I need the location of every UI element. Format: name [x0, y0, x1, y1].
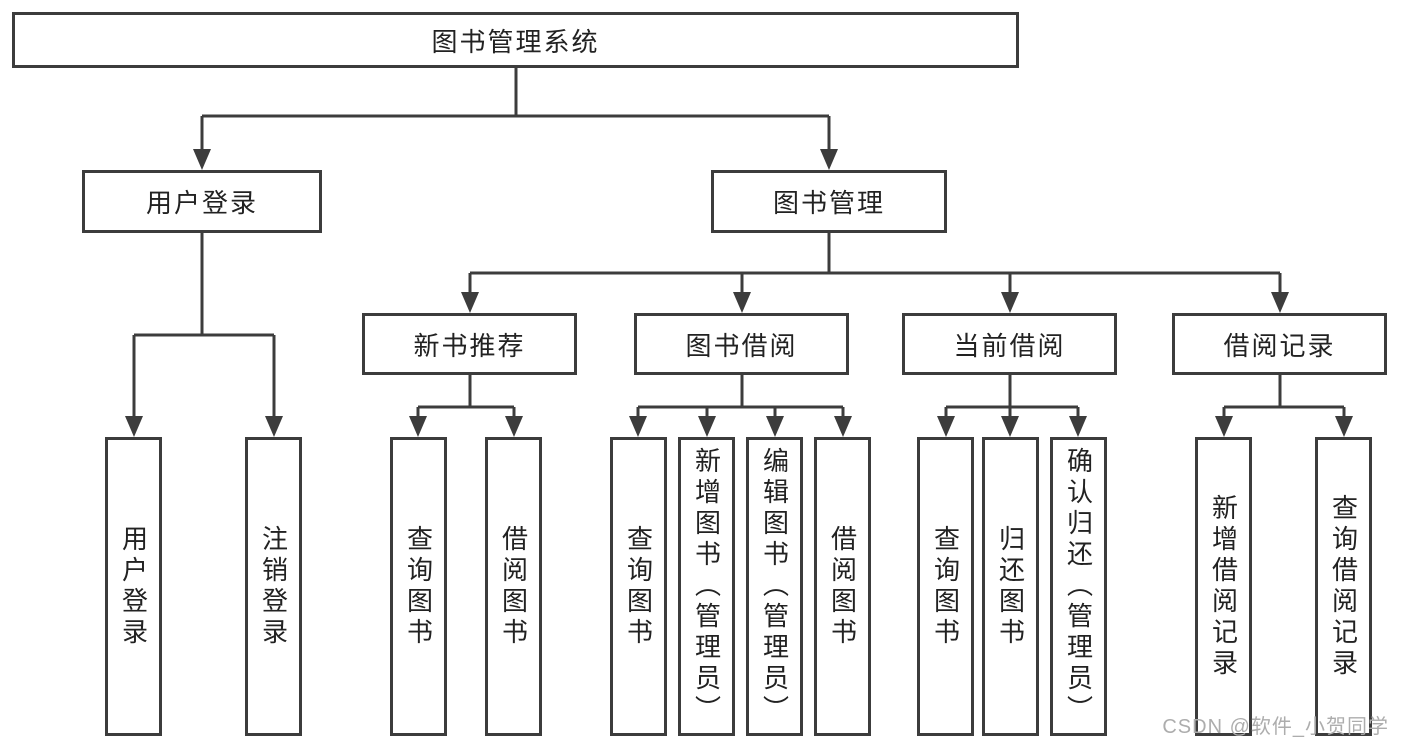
node-book-borrow-label: 图书借阅: [685, 330, 798, 361]
leaf-borrow-books-label: 借阅图书: [827, 524, 858, 649]
leaf-query-books-current: 查询图书: [917, 437, 974, 736]
node-book-borrow: 图书借阅: [634, 313, 849, 375]
node-borrow-records: 借阅记录: [1172, 313, 1387, 375]
leaf-add-book-admin: 新增图书（管理员）: [678, 437, 735, 736]
leaf-confirm-return-admin-label: 确认归还（管理员）: [1063, 447, 1094, 726]
leaf-query-books-recommend-label: 查询图书: [403, 524, 434, 649]
node-book-management-label: 图书管理: [772, 188, 885, 218]
node-new-book-recommend-label: 新书推荐: [413, 330, 526, 361]
node-root-label: 图书管理系统: [431, 26, 600, 57]
leaf-borrow-books: 借阅图书: [814, 437, 871, 736]
leaf-edit-book-admin-label: 编辑图书（管理员）: [759, 447, 790, 726]
csdn-watermark: CSDN @软件_小贺同学: [1162, 716, 1389, 738]
node-book-management: 图书管理: [711, 170, 947, 233]
node-new-book-recommend: 新书推荐: [362, 313, 577, 375]
leaf-query-borrow-record-label: 查询借阅记录: [1328, 493, 1359, 680]
leaf-query-borrow-record: 查询借阅记录: [1315, 437, 1372, 736]
node-user-login-label: 用户登录: [145, 188, 258, 218]
leaf-borrow-books-recommend-label: 借阅图书: [498, 524, 529, 649]
leaf-query-books-recommend: 查询图书: [390, 437, 447, 736]
node-current-borrow: 当前借阅: [902, 313, 1117, 375]
leaf-borrow-books-recommend: 借阅图书: [485, 437, 542, 736]
leaf-logout-label: 注销登录: [258, 524, 289, 649]
node-root: 图书管理系统: [12, 12, 1019, 68]
leaf-user-login: 用户登录: [105, 437, 162, 736]
node-current-borrow-label: 当前借阅: [953, 330, 1066, 361]
leaf-add-book-admin-label: 新增图书（管理员）: [691, 447, 722, 726]
leaf-logout: 注销登录: [245, 437, 302, 736]
node-user-login: 用户登录: [82, 170, 322, 233]
leaf-user-login-label: 用户登录: [118, 524, 149, 649]
leaf-query-books-current-label: 查询图书: [930, 524, 961, 649]
leaf-add-borrow-record: 新增借阅记录: [1195, 437, 1252, 736]
leaf-return-book: 归还图书: [982, 437, 1039, 736]
leaf-add-borrow-record-label: 新增借阅记录: [1208, 493, 1239, 680]
node-borrow-records-label: 借阅记录: [1223, 330, 1336, 361]
leaf-edit-book-admin: 编辑图书（管理员）: [746, 437, 803, 736]
leaf-query-books-borrow-label: 查询图书: [623, 524, 654, 649]
leaf-confirm-return-admin: 确认归还（管理员）: [1050, 437, 1107, 736]
leaf-return-book-label: 归还图书: [995, 524, 1026, 649]
leaf-query-books-borrow: 查询图书: [610, 437, 667, 736]
